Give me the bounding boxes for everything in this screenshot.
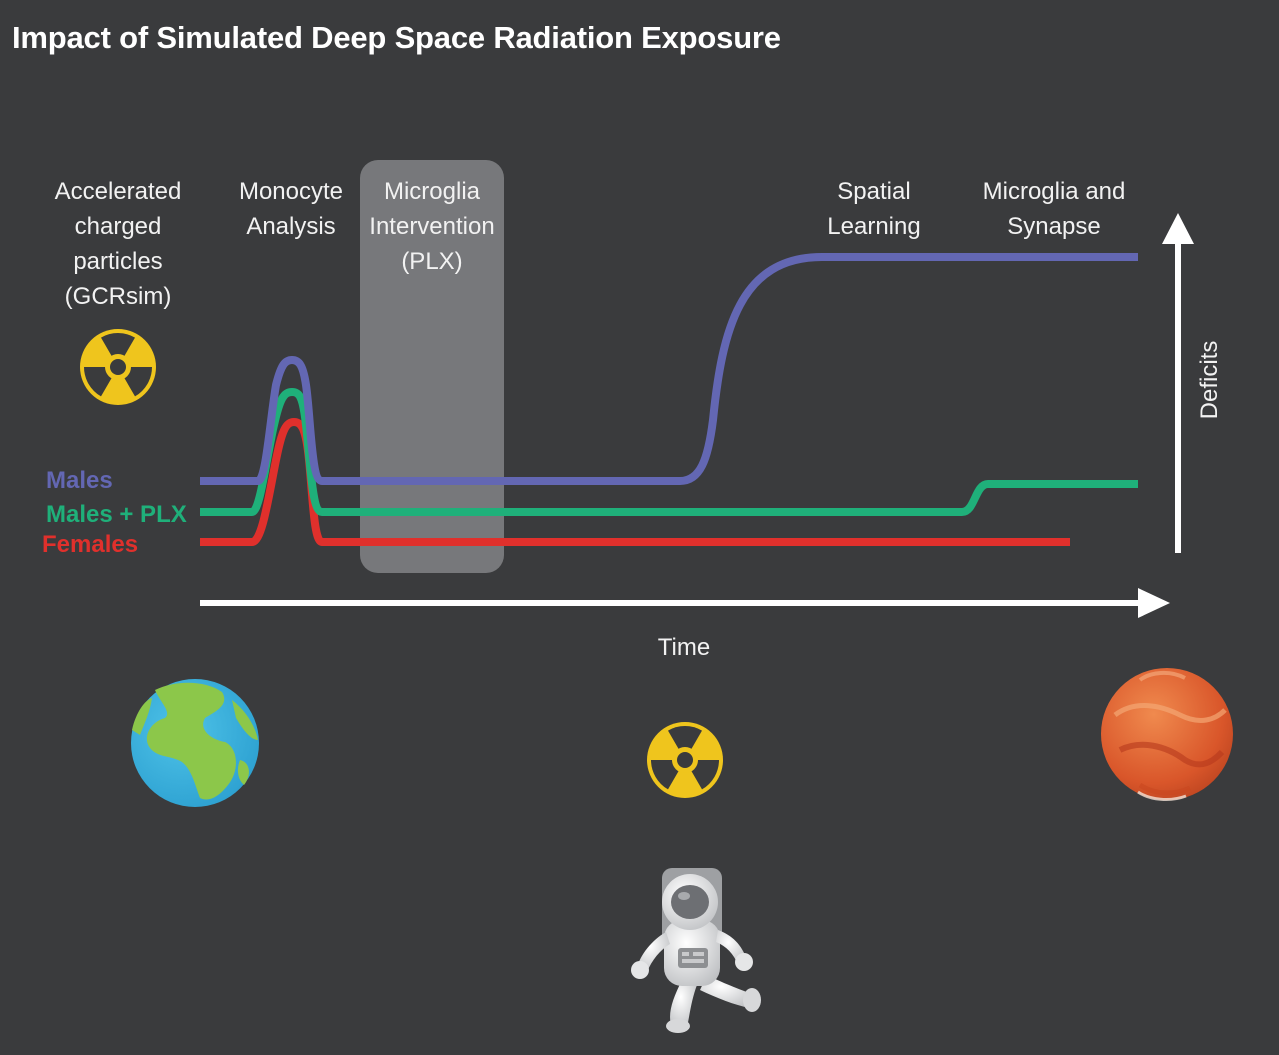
females-curve [200, 418, 1070, 546]
stage-label-intervention: Microglia Intervention (PLX) [369, 178, 495, 275]
astronaut-icon [631, 868, 761, 1033]
time-axis-label: Time [657, 634, 711, 661]
radiation-icon [647, 722, 723, 798]
legend-females: Females [42, 531, 139, 558]
males-curve [200, 253, 1138, 485]
stage-label-radiation: Accelerated charged particles (GCRsim) [54, 178, 182, 310]
legend-males: Males [46, 467, 113, 494]
stage-label-spatial-learning: Spatial Learning [827, 178, 921, 240]
males-plx-curve [200, 388, 1138, 516]
stage-label-microglia-synapse: Microglia and Synapse [982, 178, 1126, 240]
radiation-icon [80, 329, 156, 405]
stage-label-monocyte: Monocyte Analysis [238, 178, 344, 240]
deficits-axis-label: Deficits [1196, 340, 1223, 420]
earth-icon [131, 679, 259, 807]
mars-icon [1101, 668, 1233, 801]
page-title: Impact of Simulated Deep Space Radiation… [12, 20, 781, 55]
time-axis-arrow [200, 588, 1170, 618]
intervention-box [360, 160, 504, 573]
legend-males-plx: Males + PLX [46, 501, 187, 528]
deficits-axis-arrow [1162, 213, 1194, 553]
